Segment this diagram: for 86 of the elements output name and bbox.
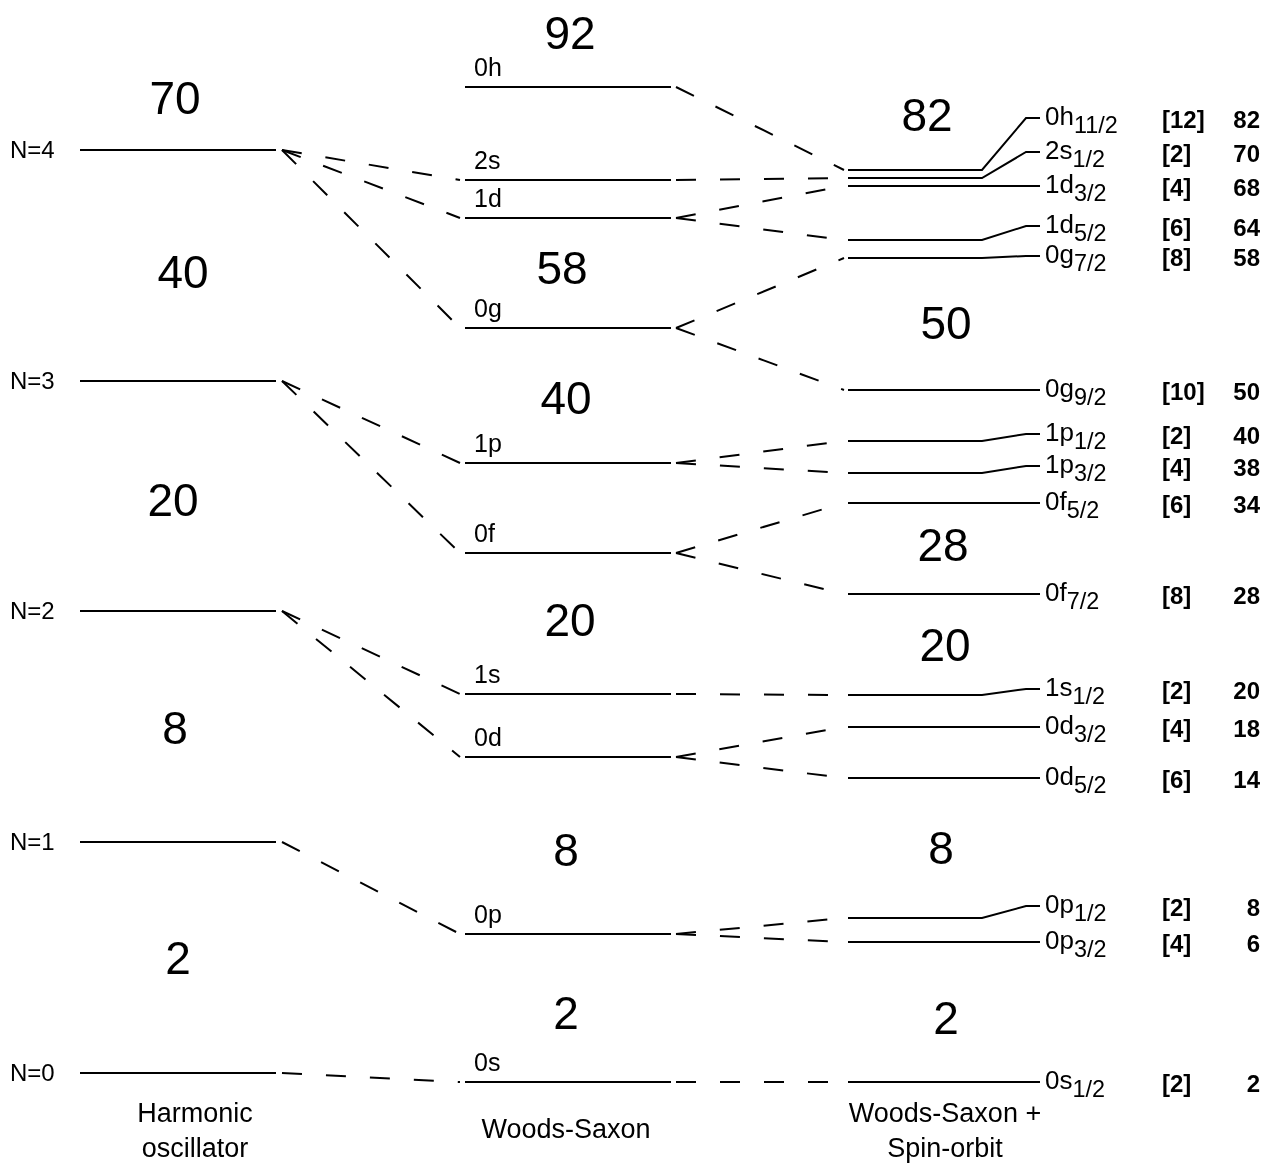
energy-level xyxy=(464,296,672,330)
dashed-connector xyxy=(281,1072,461,1083)
level-label: N=4 xyxy=(10,138,55,162)
cumulative-count: 18 xyxy=(1233,717,1260,741)
level-label: N=3 xyxy=(10,369,55,393)
dashed-connector xyxy=(281,149,461,181)
cumulative-count: 40 xyxy=(1233,424,1260,448)
cumulative-count: 38 xyxy=(1233,456,1260,480)
degeneracy-label: [2] xyxy=(1162,1072,1192,1096)
level-label: 0d xyxy=(474,725,502,750)
degeneracy-label: [8] xyxy=(1162,584,1192,608)
cumulative-count: 20 xyxy=(1233,679,1260,703)
cumulative-count: 6 xyxy=(1246,932,1260,956)
magic-number: 20 xyxy=(147,477,199,523)
magic-number: 28 xyxy=(917,522,969,568)
level-label: 1p xyxy=(474,431,502,456)
magic-number: 58 xyxy=(536,245,588,291)
cumulative-count: 68 xyxy=(1233,176,1260,200)
cumulative-count: 58 xyxy=(1233,246,1260,270)
degeneracy-label: [2] xyxy=(1162,679,1192,703)
energy-level xyxy=(464,902,672,936)
magic-number: 82 xyxy=(901,92,953,138)
column-caption: Harmonic oscillator xyxy=(136,1097,254,1166)
energy-level xyxy=(464,1050,672,1084)
cumulative-count: 82 xyxy=(1233,108,1260,132)
level-label: 0s xyxy=(474,1050,501,1075)
magic-number: 50 xyxy=(920,300,972,346)
degeneracy-label: [6] xyxy=(1162,493,1192,517)
degeneracy-label: [4] xyxy=(1162,932,1192,956)
dashed-connector xyxy=(675,327,845,391)
energy-level xyxy=(464,662,672,696)
magic-number: 8 xyxy=(553,827,579,873)
cumulative-count: 2 xyxy=(1246,1072,1260,1096)
degeneracy-label: [4] xyxy=(1162,717,1192,741)
degeneracy-label: [2] xyxy=(1162,142,1192,166)
degeneracy-label: [10] xyxy=(1162,380,1205,404)
energy-level xyxy=(464,186,672,220)
level-label: N=0 xyxy=(10,1061,55,1085)
dashed-connector xyxy=(675,257,845,329)
level-label: 0f xyxy=(474,521,495,546)
dashed-connector xyxy=(675,86,845,171)
cumulative-count: 70 xyxy=(1233,142,1260,166)
cumulative-count: 34 xyxy=(1233,493,1260,517)
cumulative-count: 28 xyxy=(1233,584,1260,608)
cumulative-count: 14 xyxy=(1233,768,1260,792)
cumulative-count: 8 xyxy=(1246,896,1260,920)
degeneracy-label: [8] xyxy=(1162,246,1192,270)
dashed-connector xyxy=(281,610,461,758)
degeneracy-label: [12] xyxy=(1162,108,1205,132)
degeneracy-label: [4] xyxy=(1162,176,1192,200)
energy-level xyxy=(464,521,672,555)
magic-number: 2 xyxy=(165,935,191,981)
level-label: 1d xyxy=(474,186,502,211)
energy-level xyxy=(464,725,672,759)
magic-number: 20 xyxy=(544,597,596,643)
energy-level xyxy=(464,431,672,465)
dashed-connector xyxy=(281,610,461,695)
magic-number: 70 xyxy=(149,75,201,121)
level-label: 0p xyxy=(474,902,502,927)
level-label: 0g xyxy=(474,296,502,321)
magic-number: 2 xyxy=(553,990,579,1036)
level-label: 2s xyxy=(474,148,501,173)
magic-number: 40 xyxy=(157,249,209,295)
level-label: N=1 xyxy=(10,830,55,854)
level-label: 1s xyxy=(474,662,501,687)
degeneracy-label: [6] xyxy=(1162,768,1192,792)
degeneracy-label: [2] xyxy=(1162,424,1192,448)
magic-number: 8 xyxy=(928,825,954,871)
magic-number: 92 xyxy=(544,10,596,56)
cumulative-count: 64 xyxy=(1233,216,1260,240)
energy-level xyxy=(464,55,672,89)
cumulative-count: 50 xyxy=(1233,380,1260,404)
column-caption: Woods-Saxon xyxy=(480,1113,652,1146)
magic-number: 2 xyxy=(933,995,959,1041)
magic-number: 8 xyxy=(162,705,188,751)
column-caption: Woods-Saxon + Spin-orbit xyxy=(847,1097,1043,1166)
level-label: 0h xyxy=(474,55,502,80)
degeneracy-label: [6] xyxy=(1162,216,1192,240)
magic-number: 20 xyxy=(919,622,971,668)
dashed-connector xyxy=(281,380,461,464)
magic-number: 40 xyxy=(540,375,592,421)
level-label: N=2 xyxy=(10,599,55,623)
degeneracy-label: [2] xyxy=(1162,896,1192,920)
dashed-connector xyxy=(281,149,461,219)
degeneracy-label: [4] xyxy=(1162,456,1192,480)
energy-level xyxy=(464,148,672,182)
